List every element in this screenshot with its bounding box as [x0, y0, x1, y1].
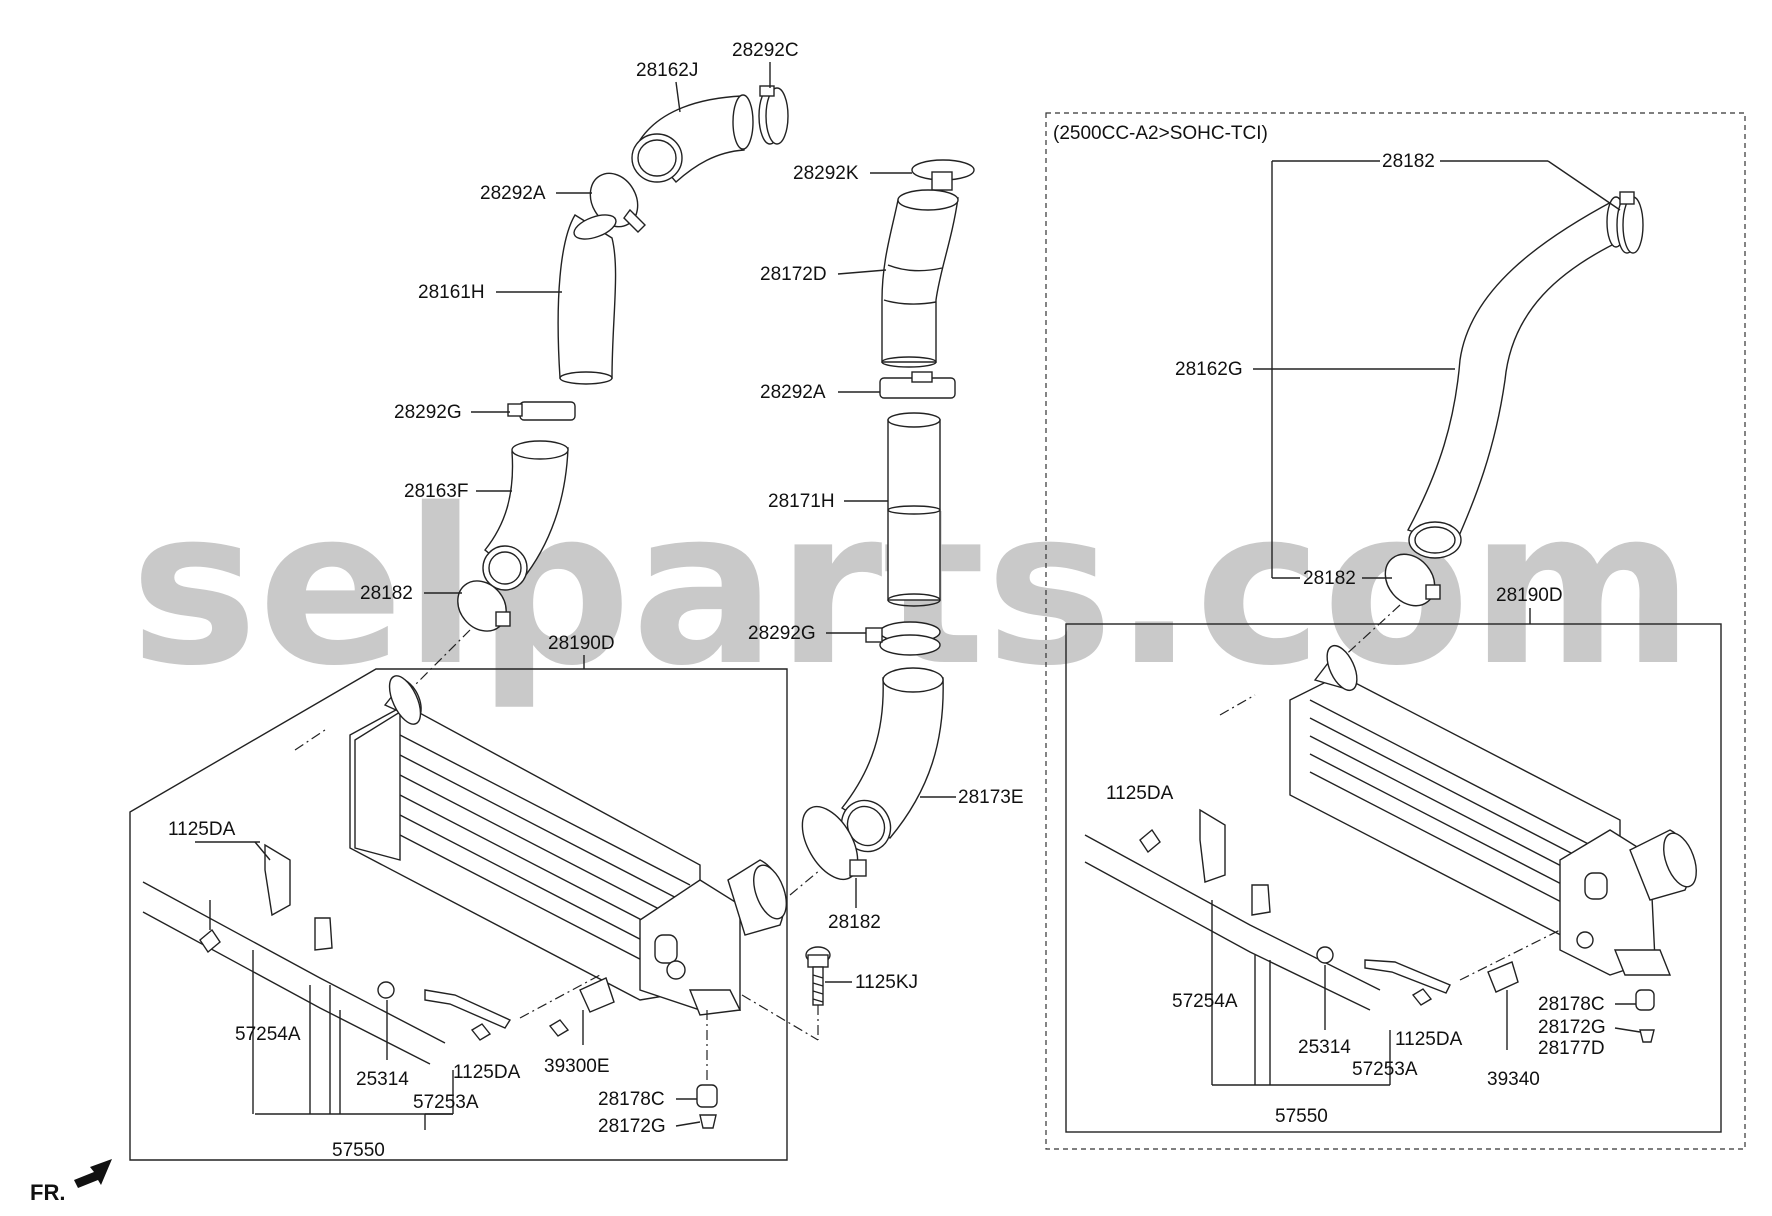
- intercooler-right: [1289, 644, 1697, 976]
- intercooler-left: [349, 675, 787, 1016]
- label-57253A-right: 57253A: [1352, 1059, 1418, 1080]
- label-57254A-right: 57254A: [1172, 991, 1238, 1012]
- label-57253A-left: 57253A: [413, 1092, 479, 1113]
- label-28178C-left: 28178C: [598, 1089, 665, 1110]
- label-1125DA-lower-right: 1125DA: [1395, 1029, 1463, 1050]
- center-assembly: 28292K 28172D 28292A 28171H 28292G 28173…: [741, 159, 1024, 1041]
- label-28292A-center: 28292A: [760, 382, 826, 403]
- bolt-1125KJ: [805, 946, 831, 1006]
- variant-box: [1045, 112, 1746, 1150]
- hose-28172D: [881, 189, 959, 368]
- label-28162J: 28162J: [636, 60, 698, 81]
- clamp-28182-left: [457, 580, 511, 632]
- intercooler-box-right: [1065, 623, 1722, 1133]
- clamp-28182-center: [801, 805, 867, 881]
- clamp-28292C: [758, 85, 789, 145]
- clamp-28182-right-bottom: [1384, 553, 1441, 607]
- rods-brackets-right: [1084, 694, 1561, 1086]
- label-1125DA-lower-left: 1125DA: [453, 1062, 521, 1083]
- label-28163F: 28163F: [404, 481, 468, 502]
- label-39300E: 39300E: [544, 1056, 610, 1077]
- front-label: FR.: [30, 1180, 65, 1205]
- label-1125KJ: 1125KJ: [855, 972, 918, 993]
- clamp-28292G: [865, 621, 941, 656]
- label-57254A-left: 57254A: [235, 1024, 301, 1045]
- clamp-28292K: [911, 159, 975, 191]
- label-28292C: 28292C: [732, 40, 799, 61]
- hose-28161H: [557, 214, 617, 385]
- label-28162G: 28162G: [1175, 359, 1243, 380]
- label-28292G-left: 28292G: [394, 402, 462, 423]
- label-28172G-left: 28172G: [598, 1116, 666, 1137]
- label-28173E: 28173E: [958, 787, 1024, 808]
- label-28172D: 28172D: [760, 264, 827, 285]
- label-39340: 39340: [1487, 1069, 1540, 1090]
- label-57550-left: 57550: [332, 1140, 385, 1161]
- label-28178C-right: 28178C: [1538, 994, 1605, 1015]
- label-28182-left: 28182: [360, 583, 413, 604]
- mount-right: [1635, 989, 1655, 1043]
- left-assembly: 28292C 28162J 28292A 28161H 28292G 28163…: [129, 40, 799, 1161]
- label-28177D: 28177D: [1538, 1038, 1605, 1059]
- hose-28173E: [840, 667, 944, 853]
- label-25314-right: 25314: [1298, 1037, 1351, 1058]
- label-1125DA-upper-right: 1125DA: [1106, 783, 1174, 804]
- intercooler-box-left: [129, 668, 788, 1161]
- clamp-28292G-left: [507, 401, 576, 421]
- label-57550-right: 57550: [1275, 1106, 1328, 1127]
- label-28182-right-bottom: 28182: [1303, 568, 1356, 589]
- label-28161H: 28161H: [418, 282, 485, 303]
- label-28172G-right: 28172G: [1538, 1017, 1606, 1038]
- right-variant: (2500CC-A2>SOHC-TCI): [1045, 112, 1746, 1150]
- mount-left: [696, 1010, 718, 1129]
- label-28190D-left: 28190D: [548, 633, 615, 654]
- rods-brackets-left: [142, 729, 615, 1130]
- clamp-28292A-top: [589, 172, 646, 233]
- label-28182-right-top: 28182: [1382, 151, 1435, 172]
- front-arrow-icon: [74, 1159, 112, 1188]
- label-28171H: 28171H: [768, 491, 835, 512]
- hose-28163F: [482, 440, 569, 591]
- front-indicator: FR.: [30, 1159, 112, 1205]
- pipe-28171H: [887, 412, 941, 607]
- hose-28162J: [631, 94, 754, 183]
- label-28292G-center: 28292G: [748, 623, 816, 644]
- label-25314-left: 25314: [356, 1069, 409, 1090]
- variant-title: (2500CC-A2>SOHC-TCI): [1053, 123, 1268, 144]
- label-28292K: 28292K: [793, 163, 859, 184]
- label-1125DA-upper-left: 1125DA: [168, 819, 236, 840]
- clamp-28182-right-top: [1616, 191, 1644, 254]
- label-28190D-right: 28190D: [1496, 585, 1563, 606]
- label-28182-center: 28182: [828, 912, 881, 933]
- clamp-28292A: [879, 371, 956, 399]
- label-28292A-top: 28292A: [480, 183, 546, 204]
